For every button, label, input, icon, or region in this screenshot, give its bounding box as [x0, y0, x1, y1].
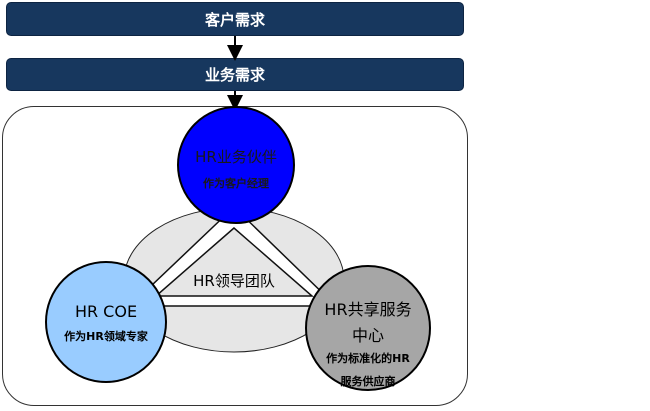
business-demand-bar: 业务需求: [6, 58, 464, 91]
hr-partner-title: HR业务伙伴: [195, 148, 277, 166]
leadership-team-label: HR领导团队: [193, 272, 275, 290]
hr-ssc-circle: [305, 265, 431, 391]
hr-coe-title: HR COE: [74, 302, 138, 321]
business-demand-label: 业务需求: [204, 66, 265, 84]
hr-partner-circle: [177, 106, 295, 224]
hr-ssc-subtitle-line2: 服务供应商: [340, 375, 396, 388]
hr-ssc-title-line1: HR共享服务: [324, 300, 412, 319]
customer-demand-label: 客户需求: [204, 10, 265, 29]
hr-coe-circle: [45, 261, 167, 383]
triangle-band-inner: [153, 227, 315, 297]
hr-ssc-subtitle-line1: 作为标准化的HR: [326, 352, 410, 365]
customer-demand-bar: 客户需求: [6, 2, 464, 36]
hr-coe-subtitle: 作为HR领域专家: [64, 330, 148, 343]
hr-partner-subtitle: 作为客户经理: [203, 177, 269, 190]
hr-ssc-title-line2: 中心: [351, 326, 384, 345]
